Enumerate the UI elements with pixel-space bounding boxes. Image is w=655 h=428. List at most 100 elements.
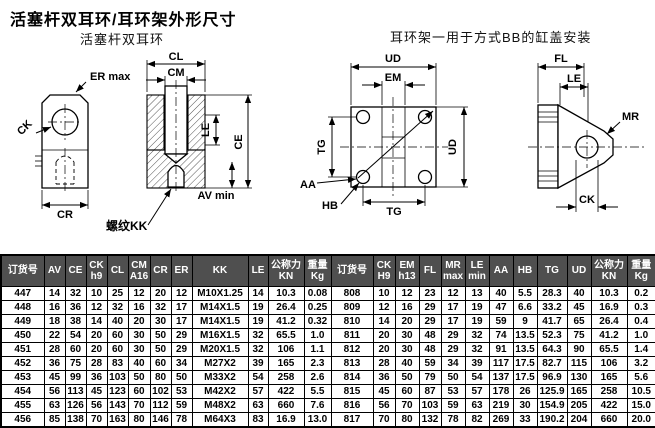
data-cell: 26.4 (267, 300, 305, 315)
data-cell: M16X1.5 (191, 328, 249, 343)
data-cell: 32 (464, 328, 490, 343)
data-cell: 40 (488, 286, 514, 301)
data-cell: 12 (372, 300, 396, 315)
page-title: 活塞杆双耳环/耳环架外形尺寸 (10, 12, 237, 29)
dim-label-le-side: LE (567, 73, 581, 85)
data-cell: 70 (394, 398, 420, 413)
data-cell: 112 (149, 398, 172, 413)
dim-label-ck-front: CK (15, 118, 35, 138)
data-cell: 59 (440, 398, 466, 413)
data-cell: 45 (85, 384, 108, 399)
dim-label-av-min: AV min (197, 190, 234, 202)
dim-label-er-max: ER max (90, 71, 131, 83)
data-cell: 20 (85, 342, 108, 357)
header-cell: CK h9 (85, 254, 108, 287)
header-cell: FL (418, 254, 442, 287)
data-cell: 5.6 (626, 370, 655, 385)
data-cell: 29 (440, 342, 466, 357)
data-cell: 10.3 (590, 286, 628, 301)
data-cell: 60 (127, 384, 151, 399)
order-number-cell: 447 (0, 286, 45, 301)
data-cell: M20X1.5 (191, 342, 249, 357)
data-cell: 18 (43, 314, 66, 329)
data-cell: 60 (106, 342, 129, 357)
data-cell: 30 (127, 342, 151, 357)
data-cell: 80 (149, 370, 172, 385)
data-cell: 16 (127, 300, 151, 315)
data-cell: 56 (85, 398, 108, 413)
data-cell: 32 (247, 342, 269, 357)
data-cell: 178 (488, 384, 514, 399)
data-cell: 17 (170, 314, 193, 329)
data-cell: M48X2 (191, 398, 249, 413)
data-cell: 19 (247, 300, 269, 315)
data-cell: 29 (418, 314, 442, 329)
data-cell: 30 (127, 328, 151, 343)
data-cell: 26 (512, 384, 538, 399)
data-cell: 54 (64, 328, 87, 343)
data-cell: 13 (464, 286, 490, 301)
data-cell: 91 (488, 342, 514, 357)
data-cell: 115 (566, 356, 592, 371)
data-cell: 20 (149, 286, 172, 301)
header-cell: AV (43, 254, 66, 287)
data-cell: 0.08 (303, 286, 332, 301)
data-cell: 40 (566, 286, 592, 301)
data-cell: 26.4 (590, 314, 628, 329)
data-cell: 163 (106, 412, 129, 428)
data-cell: 32 (247, 328, 269, 343)
data-cell: 16.9 (267, 412, 305, 428)
data-cell: 53 (440, 384, 466, 399)
header-cell: ER (170, 254, 193, 287)
data-cell: 205 (566, 398, 592, 413)
dim-label-ud-right: UD (447, 139, 459, 155)
data-cell: 60 (149, 356, 172, 371)
order-number-cell: 453 (0, 370, 45, 385)
data-cell: 13.5 (512, 342, 538, 357)
order-number-cell: 452 (0, 356, 45, 371)
data-cell: 14 (43, 286, 66, 301)
data-cell: 75 (64, 356, 87, 371)
data-cell: 13.0 (303, 412, 332, 428)
dim-label-le-section: LE (200, 123, 212, 137)
data-cell: 82.7 (536, 356, 568, 371)
data-cell: 36 (372, 370, 396, 385)
data-cell: 130 (566, 370, 592, 385)
data-cell: 219 (488, 398, 514, 413)
dim-label-hb: HB (322, 200, 338, 212)
data-cell: 14 (372, 314, 396, 329)
data-cell: 5.5 (303, 384, 332, 399)
header-cell: CR (149, 254, 172, 287)
data-cell: 117 (488, 356, 514, 371)
data-cell: 154.9 (536, 398, 568, 413)
header-cell: 订货号 (0, 254, 45, 287)
order-number-cell: 455 (0, 398, 45, 413)
data-cell: 30 (394, 328, 420, 343)
data-cell: 34 (170, 356, 193, 371)
data-cell: 10.5 (626, 384, 655, 399)
data-cell: 20 (372, 342, 396, 357)
dim-label-tg-bottom: TG (386, 206, 401, 218)
bracket-plate-view: UD EM TG UD AA HB TG (300, 53, 468, 218)
data-cell: 0.4 (626, 314, 655, 329)
data-cell: 0.32 (303, 314, 332, 329)
header-cell: 公称力 KN (267, 254, 305, 287)
data-cell: 50 (394, 370, 420, 385)
dim-label-cl: CL (169, 51, 184, 63)
data-cell: 80 (394, 412, 420, 428)
data-cell: 41.7 (536, 314, 568, 329)
dim-label-cr: CR (57, 209, 73, 221)
data-cell: 41.2 (590, 328, 628, 343)
header-cell: LE min (464, 254, 490, 287)
dim-label-cm: CM (167, 67, 184, 79)
order-number-cell: 815 (330, 384, 374, 399)
header-cell: TG (536, 254, 568, 287)
data-cell: 19 (247, 314, 269, 329)
data-cell: 64.3 (536, 342, 568, 357)
data-cell: 60 (106, 328, 129, 343)
data-cell: 60 (394, 384, 420, 399)
